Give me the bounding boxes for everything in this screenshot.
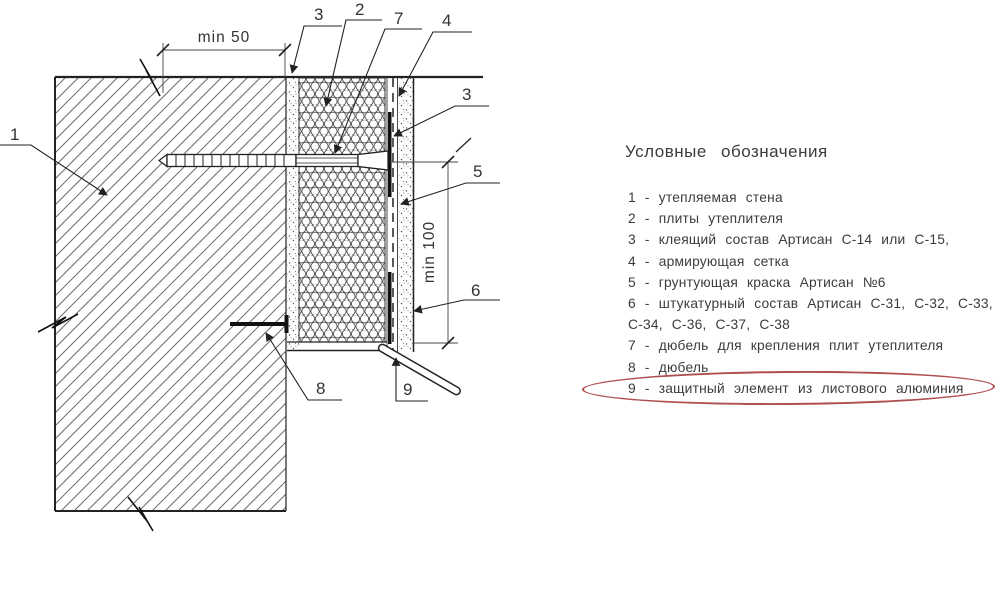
callout-5: 5 bbox=[473, 162, 482, 181]
callout-3-right: 3 bbox=[462, 85, 471, 104]
system-bottom-edge bbox=[287, 341, 390, 352]
callout-3-top: 3 bbox=[314, 5, 323, 24]
adhesive-strip-upper bbox=[388, 112, 392, 197]
insulated-wall-section bbox=[54, 77, 287, 512]
insulation-board-layer bbox=[298, 77, 386, 343]
insulation-dowel bbox=[158, 150, 389, 171]
callout-leader-wall bbox=[0, 144, 108, 196]
callout-leader-dowel bbox=[333, 28, 422, 154]
dimension-min-100 bbox=[390, 137, 472, 350]
dimension-right-label: min 100 bbox=[421, 221, 438, 283]
adhesive-layer bbox=[287, 78, 299, 350]
legend-item-9-highlighted: 9 - защитный элемент из листового алюмин… bbox=[628, 378, 1000, 399]
legend-item-2: 2 - плиты утеплителя bbox=[628, 211, 784, 227]
callout-leader-insulation bbox=[323, 19, 382, 107]
callout-leader-adhesive-right bbox=[393, 105, 489, 137]
dimension-top-label: min 50 bbox=[198, 29, 251, 46]
callout-6: 6 bbox=[471, 281, 480, 300]
legend-title: Условные обозначения bbox=[625, 142, 828, 161]
callouts bbox=[0, 19, 500, 402]
adhesive-strip-lower bbox=[388, 272, 392, 344]
dimension-min-50 bbox=[156, 43, 292, 93]
callout-9: 9 bbox=[403, 380, 412, 399]
callout-leader-adhesive-top bbox=[289, 25, 342, 74]
aluminum-protective-element bbox=[377, 343, 461, 396]
callout-leader-bottom-dowel bbox=[265, 332, 342, 401]
legend-items: 1 - утепляемая стена 2 - плиты утеплител… bbox=[628, 187, 1000, 399]
callout-leader-plaster bbox=[413, 299, 500, 314]
callout-4: 4 bbox=[442, 11, 451, 30]
finish-layers bbox=[386, 77, 415, 352]
callout-1: 1 bbox=[10, 125, 19, 144]
plaster-layer bbox=[399, 78, 413, 352]
callout-leader-aluminum bbox=[391, 357, 428, 402]
bottom-dowel bbox=[230, 315, 289, 333]
break-marks bbox=[37, 58, 161, 532]
callout-7: 7 bbox=[394, 9, 403, 28]
callout-8: 8 bbox=[316, 379, 325, 398]
legend-item-7: 7 - дюбель для крепления плит утеплителя bbox=[628, 338, 944, 354]
wall-insulation-section-drawing: min 50 min 100 1 3 2 7 bbox=[0, 0, 500, 532]
legend-item-8: 8 - дюбель bbox=[628, 359, 709, 375]
legend-item-6-continued: С-34, С-36, С-37, С-38 bbox=[628, 317, 791, 333]
callout-leader-primer bbox=[400, 182, 500, 206]
legend-panel: Условные обозначения 1 - утепляемая стен… bbox=[600, 0, 1000, 595]
legend-item-6: 6 - штукатурный состав Артисан С-31, С-3… bbox=[628, 296, 993, 312]
legend-item-4: 4 - армирующая сетка bbox=[628, 253, 790, 269]
legend-item-5: 5 - грунтующая краска Артисан №6 bbox=[628, 274, 886, 290]
legend-item-3: 3 - клеящий состав Артисан С-14 или С-15… bbox=[628, 232, 950, 248]
callout-2: 2 bbox=[355, 0, 364, 19]
legend-item-1: 1 - утепляемая стена bbox=[628, 190, 783, 205]
callout-leader-mesh bbox=[398, 31, 472, 97]
